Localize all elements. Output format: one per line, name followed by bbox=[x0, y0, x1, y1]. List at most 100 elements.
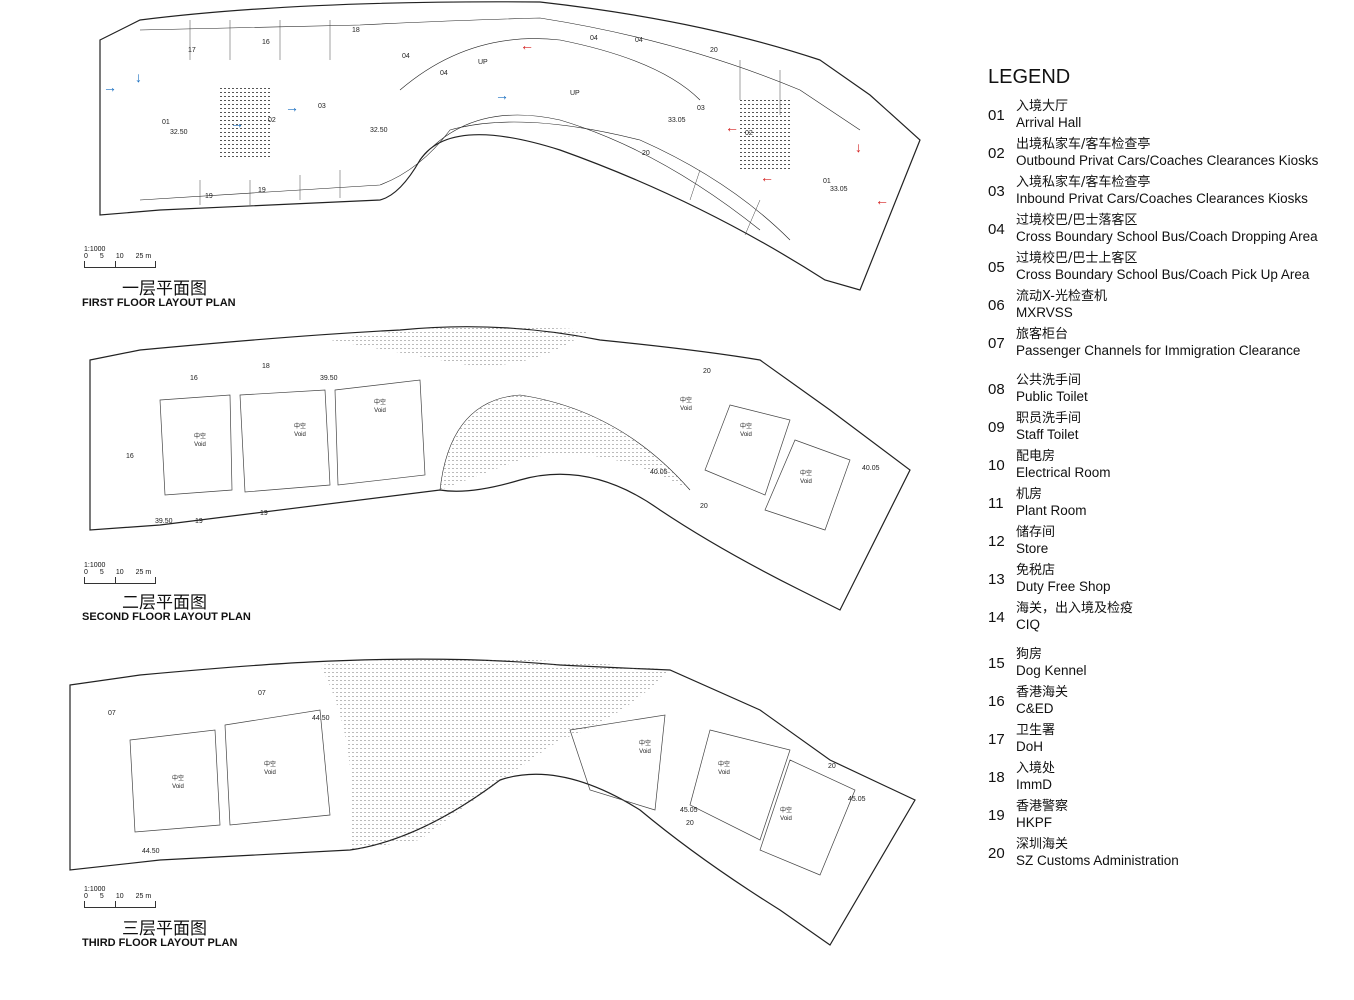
legend-number: 02 bbox=[988, 144, 1005, 162]
legend-item: 17 卫生署 DoH bbox=[988, 723, 1348, 755]
legend-number: 15 bbox=[988, 654, 1005, 672]
void-label-en: Void bbox=[374, 408, 386, 414]
legend-label-cn: 免税店 bbox=[1016, 563, 1056, 578]
second-floor-drawing: 中空 Void 中空 Void 中空 Void 中空 Void 中空 Void … bbox=[89, 326, 911, 611]
legend-label-en: Dog Kennel bbox=[1016, 663, 1087, 678]
legend-item: 20 深圳海关 SZ Customs Administration bbox=[988, 837, 1348, 869]
legend-label-en: Cross Boundary School Bus/Coach Dropping… bbox=[1016, 229, 1318, 244]
legend-label-cn: 出境私家车/客车检查亭 bbox=[1016, 137, 1151, 152]
room-label: 07 bbox=[108, 710, 116, 717]
legend-label-en: CIQ bbox=[1016, 617, 1041, 632]
room-label: 04 bbox=[590, 35, 598, 42]
elevation-label: 33.05 bbox=[830, 186, 848, 193]
legend-label-en: Duty Free Shop bbox=[1016, 579, 1111, 594]
void-label-en: Void bbox=[800, 479, 812, 485]
legend-item: 15 狗房 Dog Kennel bbox=[988, 647, 1348, 679]
legend-number: 08 bbox=[988, 380, 1005, 398]
elevation-label: 33.05 bbox=[668, 117, 686, 124]
legend-item: 06 流动X-光检查机 MXRVSS bbox=[988, 289, 1348, 321]
void-label-cn: 中空 bbox=[639, 739, 651, 747]
legend: LEGEND 01 入境大厅 Arrival Hall 02 出境私家车/客车检查… bbox=[988, 66, 1348, 875]
legend-label-cn: 海关，出入境及检疫 bbox=[1016, 601, 1134, 616]
legend-label-cn: 狗房 bbox=[1016, 647, 1043, 662]
legend-number: 06 bbox=[988, 296, 1005, 314]
room-label: 19 bbox=[205, 193, 213, 200]
scale-tick: 0 bbox=[84, 893, 88, 900]
room-label: 18 bbox=[262, 363, 270, 370]
void-label-cn: 中空 bbox=[680, 396, 692, 404]
room-label: 04 bbox=[635, 37, 643, 44]
legend-label-cn: 深圳海关 bbox=[1016, 837, 1069, 852]
void-label-cn: 中空 bbox=[800, 469, 812, 477]
room-label: 20 bbox=[710, 47, 718, 54]
legend-number: 09 bbox=[988, 418, 1005, 436]
legend-title: LEGEND bbox=[988, 66, 1071, 88]
void-label-cn: 中空 bbox=[740, 422, 752, 430]
legend-number: 07 bbox=[988, 334, 1005, 352]
room-label: 20 bbox=[828, 763, 836, 770]
legend-number: 16 bbox=[988, 692, 1005, 710]
void-label-en: Void bbox=[172, 784, 184, 790]
first-floor-plan: → → → → ↓ ← ← ← ← ↓ 17 16 18 04 04 04 04… bbox=[0, 0, 960, 320]
room-label: 20 bbox=[642, 150, 650, 157]
plan-title-en: FIRST FLOOR LAYOUT PLAN bbox=[82, 297, 236, 309]
void-label-cn: 中空 bbox=[718, 760, 730, 768]
legend-number: 20 bbox=[988, 844, 1005, 862]
legend-label-en: SZ Customs Administration bbox=[1016, 853, 1179, 868]
room-label: 20 bbox=[686, 820, 694, 827]
legend-label-en: Outbound Privat Cars/Coaches Clearances … bbox=[1016, 153, 1319, 168]
plan-title-en: THIRD FLOOR LAYOUT PLAN bbox=[82, 937, 238, 949]
scale-tick: 0 bbox=[84, 569, 88, 576]
legend-label-cn: 入境处 bbox=[1016, 761, 1056, 776]
room-label: 07 bbox=[258, 690, 266, 697]
legend-item: 01 入境大厅 Arrival Hall bbox=[988, 99, 1348, 131]
first-floor-drawing: → → → → ↓ ← ← ← ← ↓ 17 16 18 04 04 04 04… bbox=[99, 1, 921, 291]
outbound-arrow: ← bbox=[760, 169, 774, 185]
plan-title-en: SECOND FLOOR LAYOUT PLAN bbox=[82, 611, 251, 623]
room-label: 20 bbox=[703, 368, 711, 375]
elevation-label: 40.05 bbox=[650, 469, 668, 476]
legend-item: 04 过境校巴/巴士落客区 Cross Boundary School Bus/… bbox=[988, 213, 1348, 245]
legend-label-cn: 过境校巴/巴士上客区 bbox=[1016, 251, 1138, 266]
void-label-en: Void bbox=[680, 406, 692, 412]
legend-label-cn: 入境私家车/客车检查亭 bbox=[1016, 175, 1151, 190]
elevation-label: 32.50 bbox=[370, 127, 388, 134]
elevation-label: 39.50 bbox=[155, 518, 173, 525]
legend-number: 11 bbox=[988, 494, 1004, 512]
void-label-cn: 中空 bbox=[374, 398, 386, 406]
room-label: 02 bbox=[745, 130, 753, 137]
void-label-en: Void bbox=[294, 432, 306, 438]
legend-label-en: MXRVSS bbox=[1016, 305, 1073, 320]
legend-item: 13 免税店 Duty Free Shop bbox=[988, 563, 1348, 595]
outbound-arrow: ← bbox=[520, 37, 534, 53]
scale-tick: 10 bbox=[115, 253, 124, 260]
inbound-arrow: → bbox=[495, 87, 509, 103]
room-label: 18 bbox=[352, 27, 360, 34]
void-label-en: Void bbox=[639, 749, 651, 755]
void-label-en: Void bbox=[264, 770, 276, 776]
scale-tick: 5 bbox=[99, 569, 104, 576]
scale-ratio: 1:1000 bbox=[84, 886, 106, 893]
legend-item: 12 储存间 Store bbox=[988, 525, 1348, 557]
room-label: 19 bbox=[195, 518, 203, 525]
scale-ratio: 1:1000 bbox=[84, 562, 106, 569]
legend-item: 05 过境校巴/巴士上客区 Cross Boundary School Bus/… bbox=[988, 251, 1348, 283]
room-label: 01 bbox=[162, 119, 170, 126]
outbound-arrow: ↓ bbox=[855, 139, 862, 155]
legend-label-en: Store bbox=[1016, 541, 1049, 556]
legend-label-en: Plant Room bbox=[1016, 503, 1087, 518]
room-label: 19 bbox=[260, 510, 268, 517]
void-label-en: Void bbox=[780, 816, 792, 822]
legend-number: 05 bbox=[988, 258, 1005, 276]
legend-label-cn: 旅客柜台 bbox=[1016, 327, 1069, 342]
scale-tick: 25 m bbox=[135, 569, 152, 576]
elevation-label: 39.50 bbox=[320, 375, 338, 382]
legend-number: 19 bbox=[988, 806, 1005, 824]
legend-label-en: HKPF bbox=[1016, 815, 1053, 830]
legend-item: 16 香港海关 C&ED bbox=[988, 685, 1348, 717]
room-label: 16 bbox=[190, 375, 198, 382]
legend-label-en: Arrival Hall bbox=[1016, 115, 1082, 130]
